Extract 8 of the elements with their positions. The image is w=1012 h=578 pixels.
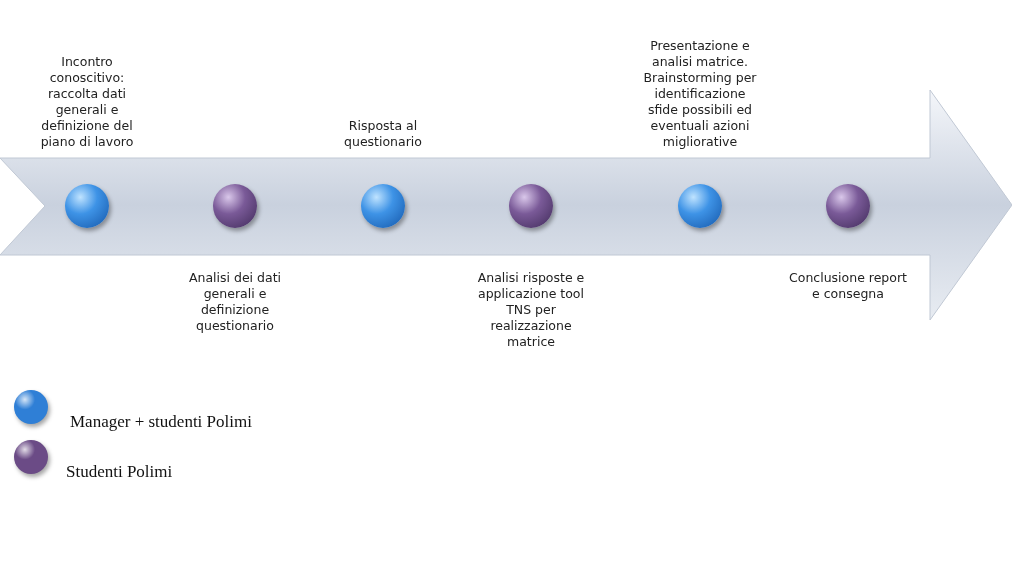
legend-text: Studenti Polimi bbox=[66, 462, 173, 482]
step-text: Presentazione e analisi matrice. Brainstorming per identificazione sfide possibili ed eventuali azioni migliorative bbox=[642, 38, 758, 150]
step-text: Incontro conoscitivo: raccolta dati generali e definizione del piano di lavoro bbox=[39, 54, 135, 150]
step-text: Analisi dei dati generali e definizione questionario bbox=[187, 270, 283, 334]
step-text: Risposta al questionario bbox=[343, 118, 423, 150]
step-text: Analisi risposte e applicazione tool TNS per realizzazione matrice bbox=[476, 270, 586, 350]
legend-text: Manager + studenti Polimi bbox=[70, 412, 252, 432]
step-text: Conclusione report e consegna bbox=[788, 270, 908, 302]
